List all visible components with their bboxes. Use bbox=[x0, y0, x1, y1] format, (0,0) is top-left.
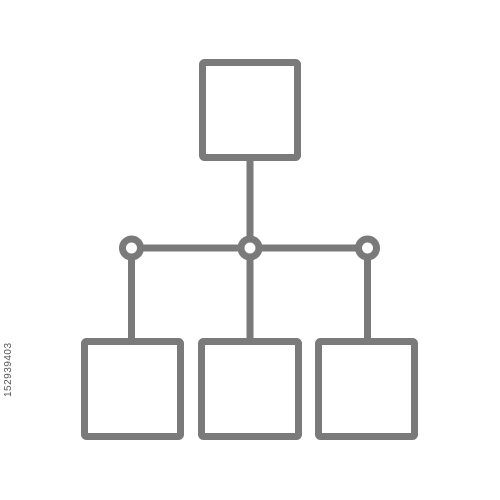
junction-node-right bbox=[355, 235, 380, 261]
junction-node-center bbox=[237, 235, 263, 261]
stock-id-label: 152939403 bbox=[3, 342, 14, 398]
root-node-box bbox=[199, 59, 301, 161]
junction-node-left bbox=[119, 235, 144, 261]
child-node-box-center bbox=[198, 338, 302, 440]
child-node-box-right bbox=[315, 338, 418, 440]
child-node-box-left bbox=[81, 338, 184, 440]
hierarchy-structure bbox=[81, 59, 418, 440]
